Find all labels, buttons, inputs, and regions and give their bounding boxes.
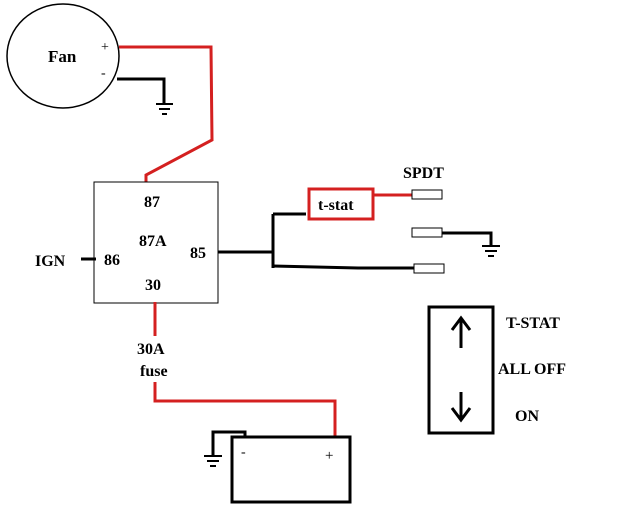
spdt-ground-symbol <box>482 245 500 257</box>
switch-label-on: ON <box>515 408 539 425</box>
battery-box <box>230 435 352 504</box>
down-arrow-icon <box>450 392 472 423</box>
battery-minus-label: - <box>241 445 246 460</box>
fan-circle <box>6 3 120 109</box>
spdt-terminal-off <box>411 227 443 238</box>
relay-pin-87a: 87A <box>139 233 167 250</box>
relay-pin-87: 87 <box>144 194 160 211</box>
spdt-label: SPDT <box>403 165 444 182</box>
fan-ground-wire <box>117 77 166 103</box>
fuse-label-line2: fuse <box>140 363 168 380</box>
battery-positive-wire <box>153 382 337 437</box>
battery-plus-label: + <box>325 448 333 464</box>
switch-label-all-off: ALL OFF <box>498 361 566 378</box>
switch-panel <box>427 305 495 435</box>
tstat-label: t-stat <box>318 197 354 214</box>
spdt-terminal-tstat <box>411 189 443 200</box>
relay-pin-86: 86 <box>104 252 120 269</box>
fan-minus-label: - <box>101 66 106 81</box>
fan-ground-symbol <box>156 103 173 115</box>
spdt-terminal-on <box>413 263 445 274</box>
ign-label: IGN <box>35 253 66 270</box>
on-branch-wire <box>272 264 414 270</box>
battery-ground-symbol <box>204 455 222 467</box>
spdt-ground-wire <box>442 231 493 245</box>
relay-pin-85: 85 <box>190 245 206 262</box>
fuse-label-line1: 30A <box>137 341 165 358</box>
fan-plus-label: + <box>101 40 109 55</box>
fan-positive-wire <box>119 45 214 182</box>
relay-pin-30: 30 <box>145 277 161 294</box>
up-arrow-icon <box>450 315 472 348</box>
switch-label-tstat: T-STAT <box>506 315 560 332</box>
tstat-box <box>307 187 375 221</box>
battery-ground-wire <box>211 430 247 455</box>
fan-label: Fan <box>48 47 77 66</box>
